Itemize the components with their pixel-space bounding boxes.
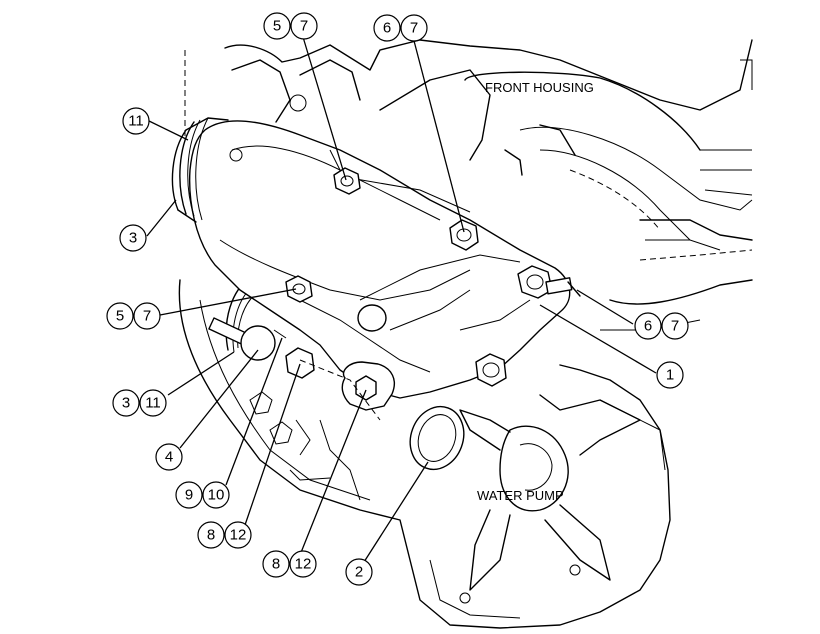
callout-7-top-right: 7 <box>400 14 428 42</box>
callout-number: 5 <box>116 308 124 325</box>
water-pump-label: WATER PUMP <box>477 488 564 503</box>
callout-number: 11 <box>145 395 161 412</box>
callout-3-upper-left: 3 <box>119 224 147 252</box>
bolt-mid-upper <box>449 219 479 251</box>
lower-engine-details <box>249 359 381 501</box>
callout-11-left: 11 <box>139 389 167 417</box>
callout-number: 6 <box>383 20 391 37</box>
callout-number: 6 <box>644 318 652 335</box>
callout-3-left: 3 <box>112 389 140 417</box>
callout-number: 7 <box>410 20 418 37</box>
callout-8-lower-left: 8 <box>197 521 225 549</box>
callout-number: 12 <box>295 556 312 573</box>
callout-number: 3 <box>122 395 130 412</box>
callout-5-left: 5 <box>106 302 134 330</box>
bolt-right-lower <box>475 353 507 387</box>
leader-lines <box>146 36 657 563</box>
callout-number: 7 <box>300 18 308 35</box>
callout-7-right: 7 <box>661 312 689 340</box>
callout-5-top: 5 <box>263 12 291 40</box>
callout-10: 10 <box>202 481 230 509</box>
water-elbow-assembly <box>171 117 571 399</box>
callout-number: 2 <box>355 564 363 581</box>
callout-2: 2 <box>345 558 373 586</box>
callout-7-top: 7 <box>290 12 318 40</box>
bolt-lower-center <box>341 361 396 411</box>
callout-number: 4 <box>165 449 173 466</box>
hose-clamp-and-plug <box>208 317 315 379</box>
callout-number: 8 <box>207 527 215 544</box>
front-housing-label: FRONT HOUSING <box>485 80 594 95</box>
callout-6-top: 6 <box>373 14 401 42</box>
callout-number: 12 <box>230 527 247 544</box>
callout-number: 9 <box>185 487 193 504</box>
bolt-left-mid <box>285 275 313 303</box>
callout-12-bottom: 12 <box>289 550 317 578</box>
callout-number: 10 <box>208 487 225 504</box>
outlet-port-ring <box>409 405 465 471</box>
callout-number: 5 <box>273 18 281 35</box>
callout-number: 3 <box>129 230 137 247</box>
callout-8-bottom: 8 <box>262 550 290 578</box>
bolt-right-upper <box>517 265 581 299</box>
callout-number: 7 <box>671 318 679 335</box>
callout-number: 8 <box>272 556 280 573</box>
callout-11-upper-left: 11 <box>122 107 150 135</box>
callout-4: 4 <box>155 443 183 471</box>
callout-6-right: 6 <box>634 312 662 340</box>
water-pump-housing <box>178 279 671 629</box>
callout-9: 9 <box>175 481 203 509</box>
front-housing-outline <box>184 39 753 331</box>
bolt-upper-center <box>333 167 361 195</box>
callout-number: 11 <box>128 113 144 130</box>
callout-7-left: 7 <box>133 302 161 330</box>
callout-number: 7 <box>143 308 151 325</box>
callout-1: 1 <box>656 361 684 389</box>
callout-12-lower-left: 12 <box>224 521 252 549</box>
callout-number: 1 <box>666 367 674 384</box>
